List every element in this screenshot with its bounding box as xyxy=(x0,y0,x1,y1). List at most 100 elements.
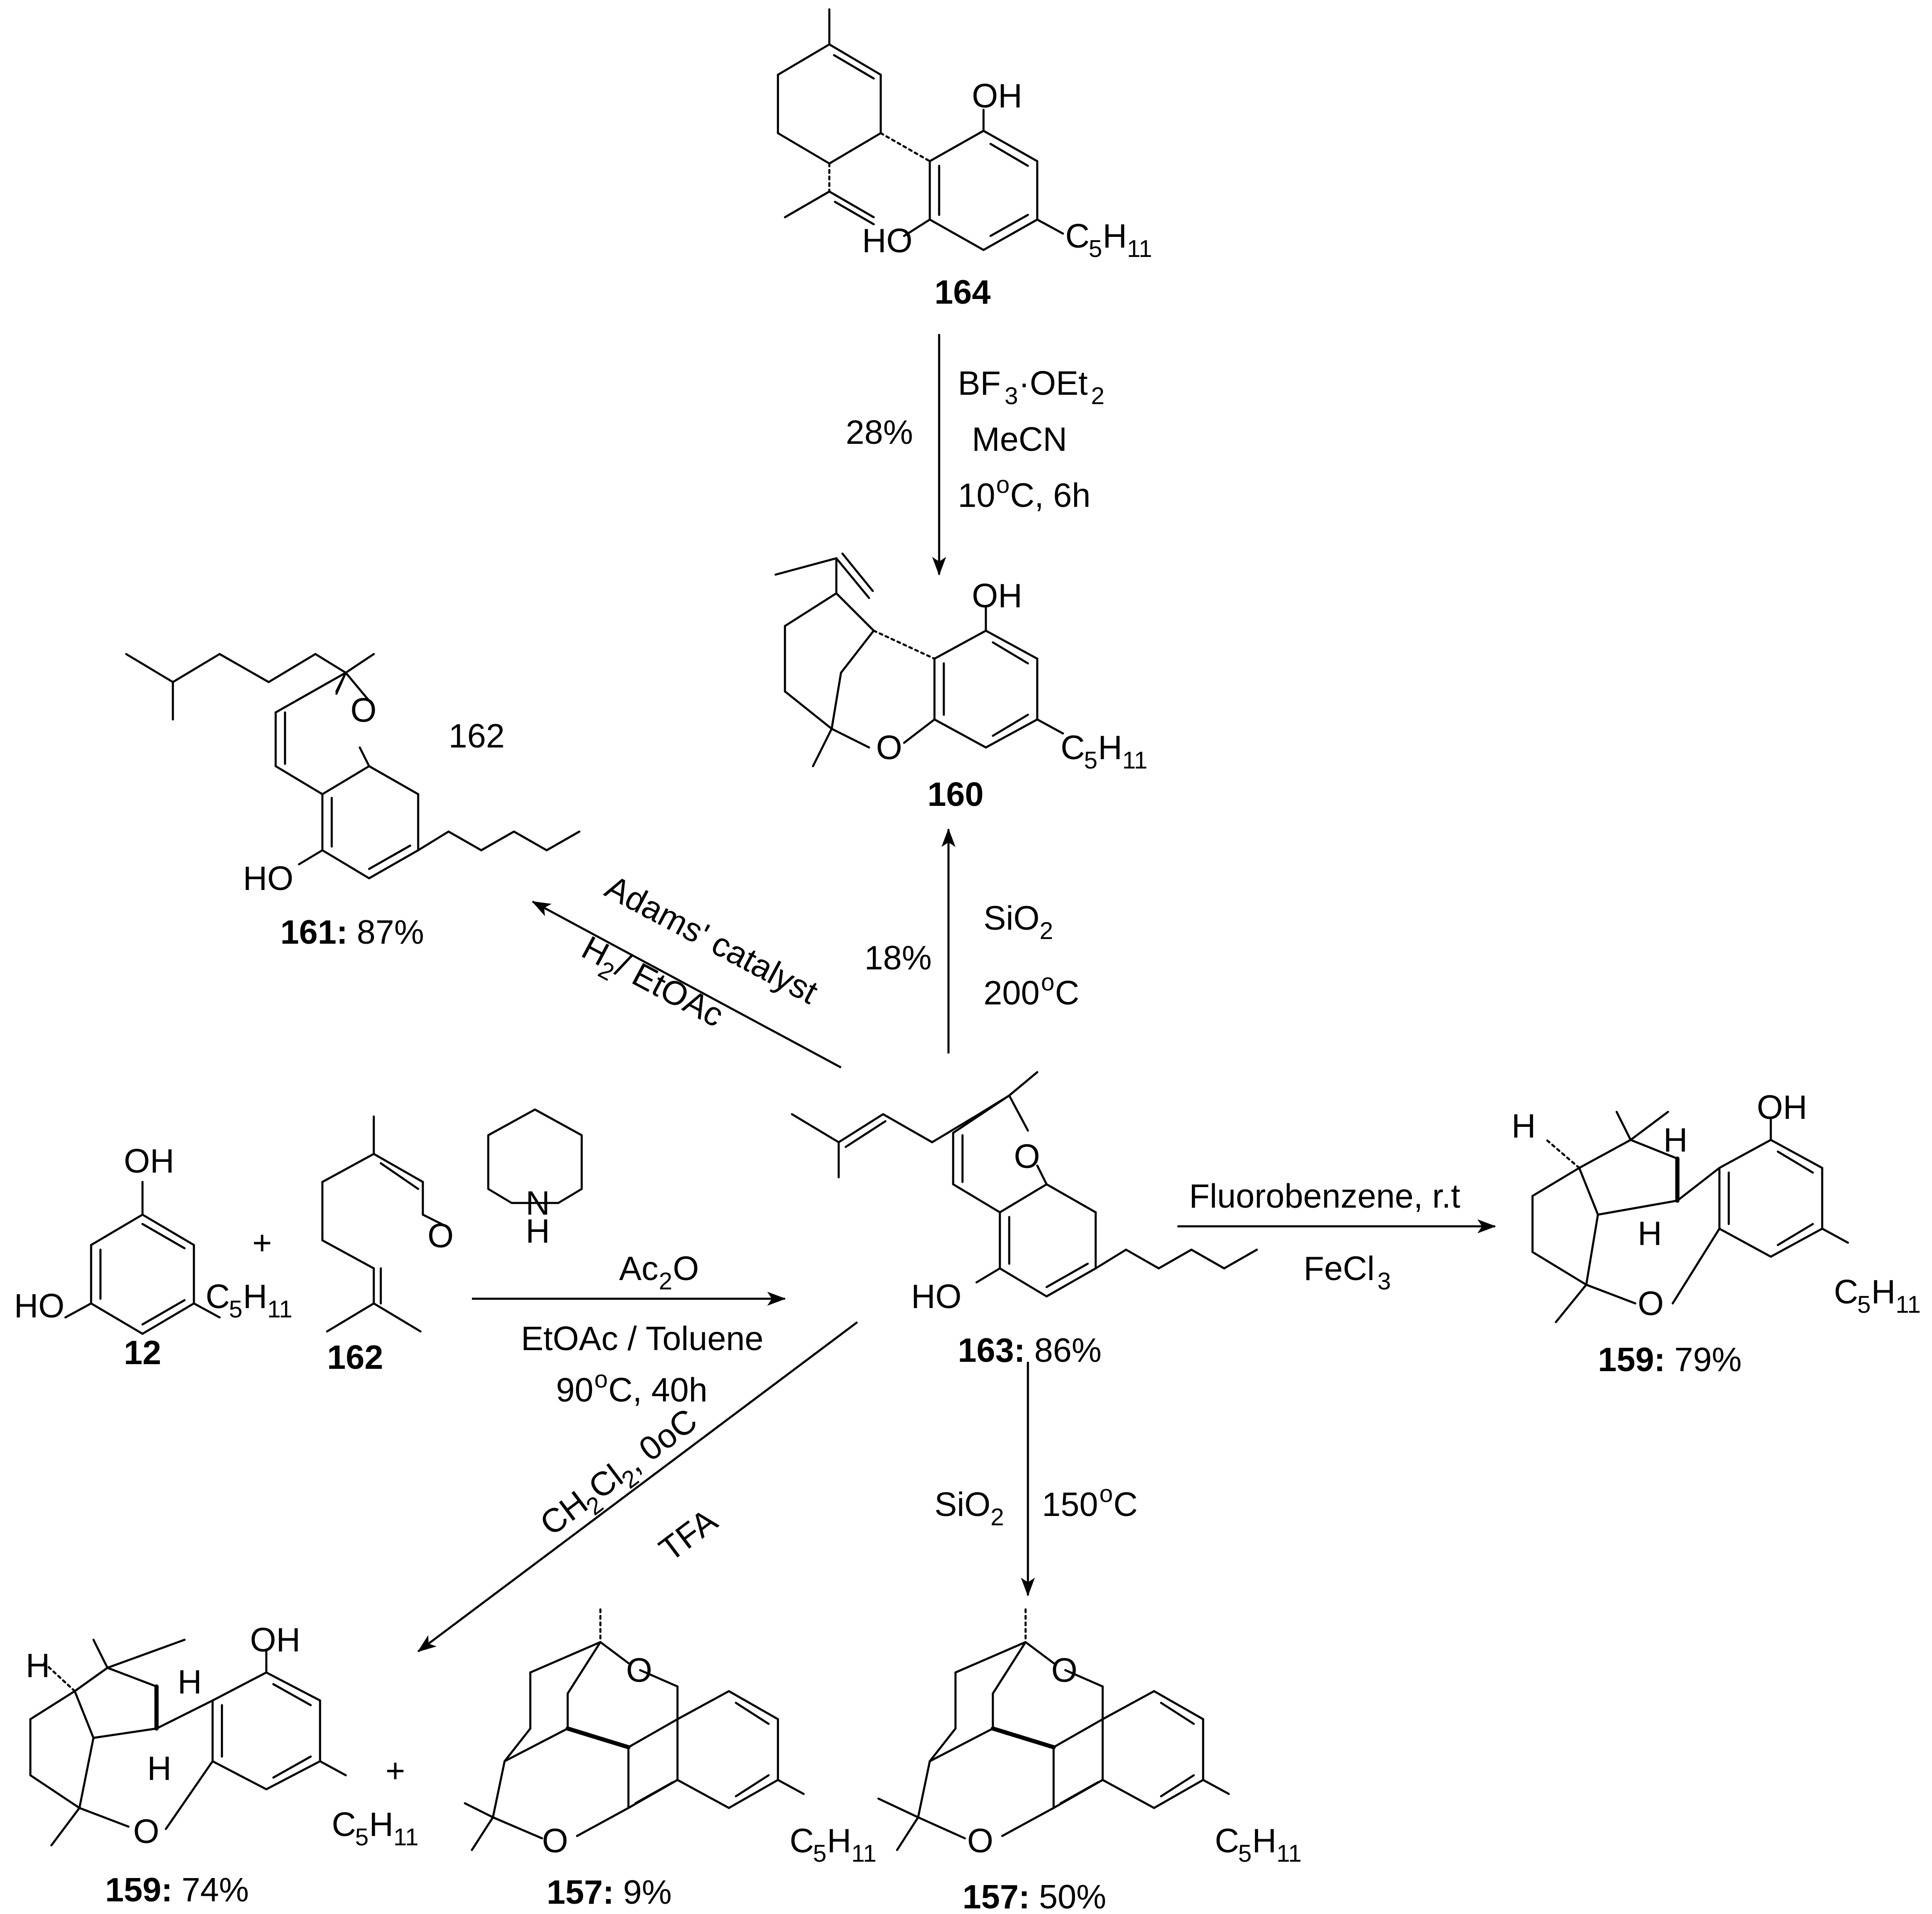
svg-text:200: 200 xyxy=(984,975,1040,1012)
step-12-163-reagent-3: 90 o C, 40h xyxy=(556,1366,707,1409)
svg-text:o: o xyxy=(996,471,1010,498)
step-163-160-reagent-1: SiO 2 xyxy=(984,900,1053,945)
svg-text:C: C xyxy=(1215,1822,1239,1860)
compound-159-label: 159: 74% xyxy=(105,1871,249,1909)
compound-157-mid: O O C 5 H 11 157: 9% xyxy=(463,1608,877,1911)
svg-text:H: H xyxy=(1103,218,1127,255)
svg-text:C: C xyxy=(1061,729,1085,767)
svg-text:11: 11 xyxy=(267,1296,292,1323)
svg-text:2: 2 xyxy=(1040,918,1053,945)
c5h11-label: C 5 H 11 xyxy=(1065,218,1152,263)
compound-161: O HO 162 161: 87% xyxy=(125,653,581,951)
compound-number: 12 xyxy=(124,1334,161,1372)
c5h11-label: C 5 H 11 xyxy=(1215,1822,1302,1867)
ho-label: HO xyxy=(243,860,293,897)
o-label: O xyxy=(967,1822,993,1860)
svg-text:C: C xyxy=(1055,975,1079,1012)
h-label: H xyxy=(1638,1215,1662,1252)
compound-161-label: 161: 87% xyxy=(280,914,424,951)
o-label: O xyxy=(542,1822,568,1860)
step-164-160-reagent-1: BF 3 ·OEt 2 xyxy=(958,365,1105,410)
piperidine xyxy=(487,1108,583,1204)
step-164-160-yield: 28% xyxy=(846,414,913,451)
svg-text:H: H xyxy=(1871,1274,1896,1311)
arrow-163-161 xyxy=(532,901,842,1068)
step-163-159b-reagent-2: TFA xyxy=(652,1501,724,1568)
svg-text:11: 11 xyxy=(1127,235,1152,263)
oh-label: OH xyxy=(1757,1089,1807,1126)
svg-text:5: 5 xyxy=(229,1296,242,1323)
o-label: O xyxy=(1051,1652,1077,1689)
compound-162: O 162 xyxy=(321,1115,454,1376)
ho-label: HO xyxy=(862,222,913,260)
svg-text:11: 11 xyxy=(851,1840,877,1867)
h-label: H xyxy=(1511,1108,1536,1145)
svg-text:150: 150 xyxy=(1042,1486,1098,1523)
svg-text:3: 3 xyxy=(1377,1268,1391,1295)
compound-157-label: 157: 9% xyxy=(547,1874,672,1911)
compound-12: OH HO C 5 H 11 12 xyxy=(14,1143,292,1372)
svg-text:2: 2 xyxy=(1091,383,1105,410)
step-163-160-reagent-2: 200 o C xyxy=(984,969,1079,1012)
compound-160: OH O C 5 H 11 160 xyxy=(774,552,1148,813)
compound-157-right: O O C 5 H 11 157: 50% xyxy=(877,1608,1302,1914)
h-label: H xyxy=(178,1664,202,1701)
h-label: H xyxy=(1663,1122,1688,1159)
plus-sign: + xyxy=(252,1224,272,1262)
ho-label: HO xyxy=(14,1288,64,1325)
o-label: O xyxy=(1014,1138,1040,1175)
c5h11-label: C 5 H 11 xyxy=(1834,1274,1921,1318)
h-label: H xyxy=(147,1750,171,1787)
compound-163-label: 163: 86% xyxy=(958,1332,1102,1369)
svg-text:10: 10 xyxy=(958,477,995,514)
compound-163: O HO 163: 86% xyxy=(791,1071,1258,1369)
step-12-163-reagent-2: EtOAc / Toluene xyxy=(521,1320,763,1358)
svg-text:H: H xyxy=(243,1278,267,1316)
svg-text:11: 11 xyxy=(1276,1840,1302,1867)
svg-text:5: 5 xyxy=(355,1824,369,1851)
svg-text:2: 2 xyxy=(991,1504,1004,1531)
svg-text:2: 2 xyxy=(659,1268,672,1295)
svg-text:11: 11 xyxy=(1122,747,1148,774)
svg-text:H: H xyxy=(369,1806,393,1843)
compound-162-side-label: 162 xyxy=(449,718,505,755)
step-163-157-reagent-1: SiO 2 xyxy=(934,1486,1004,1531)
svg-text:11: 11 xyxy=(1896,1291,1921,1318)
svg-text:SiO: SiO xyxy=(934,1486,991,1523)
c5h11-label: C 5 H 11 xyxy=(206,1278,292,1323)
o-label: O xyxy=(133,1813,159,1850)
svg-text:o: o xyxy=(1041,969,1055,996)
c5h11-label: C 5 H 11 xyxy=(332,1806,419,1851)
svg-text:FeCl: FeCl xyxy=(1304,1250,1375,1288)
svg-text:C: C xyxy=(332,1806,356,1843)
o-label: O xyxy=(428,1217,454,1255)
step-164-160-reagent-2: MeCN xyxy=(972,421,1067,458)
svg-text:C: C xyxy=(1113,1486,1138,1523)
compound-number: 160 xyxy=(927,776,984,813)
compound-164: OH HO C 5 H 11 164 xyxy=(777,8,1152,311)
svg-text:5: 5 xyxy=(813,1840,827,1867)
step-163-159-reagent-1: Fluorobenzene, r.t xyxy=(1189,1178,1460,1215)
svg-text:H: H xyxy=(1098,729,1122,767)
ho-label: HO xyxy=(911,1278,962,1316)
svg-text:5: 5 xyxy=(1084,747,1098,774)
svg-text:5: 5 xyxy=(1238,1840,1252,1867)
arrow-163-159b xyxy=(417,1321,858,1652)
svg-text:90: 90 xyxy=(556,1372,593,1409)
oh-label: OH xyxy=(972,577,1022,615)
svg-text:o: o xyxy=(1099,1480,1113,1508)
o-label: O xyxy=(1638,1285,1664,1323)
compound-159-label: 159: 79% xyxy=(1598,1341,1742,1379)
svg-text:Ac: Ac xyxy=(619,1250,658,1288)
piperidine-n-label: N xyxy=(526,1185,550,1222)
svg-text:SiO: SiO xyxy=(984,900,1040,937)
oh-label: OH xyxy=(972,78,1022,115)
svg-text:o: o xyxy=(594,1366,608,1393)
compound-number: 164 xyxy=(934,274,991,311)
svg-text:H: H xyxy=(1252,1822,1276,1860)
step-163-160-yield: 18% xyxy=(864,939,932,977)
svg-text:H: H xyxy=(827,1822,851,1860)
compound-159-bottom: H H H OH O C 5 H 11 159: 74% xyxy=(26,1622,419,1909)
step-163-157-reagent-2: 150 o C xyxy=(1042,1480,1138,1523)
svg-text:C: C xyxy=(206,1278,230,1316)
